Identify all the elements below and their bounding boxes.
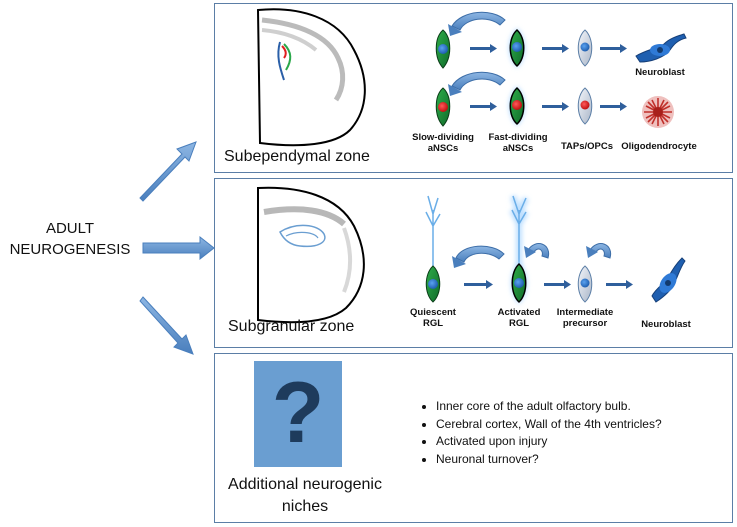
sez-slow-cell-1 <box>435 29 451 69</box>
sez-fast-cell-2 <box>508 86 526 126</box>
sgz-curved-arrow-left <box>452 245 505 268</box>
label-sez-neuroblast: Neuroblast <box>635 67 685 78</box>
arrow-to-sez <box>139 141 197 202</box>
sgz-intermediate-precursor <box>577 265 593 303</box>
title-line-1: ADULT <box>45 220 95 237</box>
sgz-curved-arrow-precursor <box>586 243 612 259</box>
sez-tap-cell-1 <box>577 29 593 67</box>
sgz-straight-arrows <box>464 280 633 289</box>
sgz-quiescent-rgl <box>425 195 441 303</box>
brain-section-sgz <box>257 186 365 324</box>
zone-label-subependymal: Subependymal zone <box>224 148 370 165</box>
label-oligodendrocyte: Oligodendrocyte <box>621 141 697 152</box>
sez-curved-arrow-bottom <box>448 71 506 96</box>
sez-opc-cell <box>577 87 593 125</box>
sez-straight-arrows <box>470 44 627 111</box>
sez-slow-cell-2 <box>435 87 451 127</box>
brain-section-sez <box>256 8 366 147</box>
sez-neuroblast-cell <box>635 33 687 63</box>
sez-fast-cell-1 <box>508 28 526 68</box>
list-item: Cerebral cortex, Wall of the 4th ventric… <box>436 416 662 434</box>
label-taps-opcs: TAPs/OPCs <box>560 141 614 152</box>
list-item: Activated upon injury <box>436 433 662 451</box>
label-intermediate-precursor: Intermediate precursor <box>556 307 614 329</box>
arrow-to-sgz <box>142 235 215 261</box>
label-quiescent-rgl: Quiescent RGL <box>410 307 456 329</box>
question-mark-icon: ? <box>271 365 325 461</box>
title-line-2: NEUROGENESIS <box>9 241 131 258</box>
label-fast-dividing-ansc: Fast-dividing aNSCs <box>488 132 548 154</box>
additional-niches-label: Additional neurogenic niches <box>228 476 382 515</box>
label-sgz-neuroblast: Neuroblast <box>641 319 691 330</box>
adult-neurogenesis-title: ADULT NEUROGENESIS <box>0 218 140 260</box>
arrow-to-niches <box>139 296 194 355</box>
sgz-neuroblast <box>651 257 686 303</box>
sez-oligodendrocyte <box>642 96 674 128</box>
list-item: Neuronal turnover? <box>436 451 662 469</box>
zone-label-subgranular: Subgranular zone <box>228 318 355 335</box>
sez-curved-arrow-top <box>448 11 506 36</box>
label-slow-dividing-ansc: Slow-dividing aNSCs <box>412 132 474 154</box>
niches-bullet-list: Inner core of the adult olfactory bulb. … <box>418 398 662 468</box>
sgz-curved-arrow-activated <box>524 243 550 259</box>
label-activated-rgl: Activated RGL <box>497 307 541 329</box>
question-box: ? <box>254 361 342 467</box>
sgz-activated-rgl <box>509 195 529 304</box>
list-item: Inner core of the adult olfactory bulb. <box>436 398 662 416</box>
